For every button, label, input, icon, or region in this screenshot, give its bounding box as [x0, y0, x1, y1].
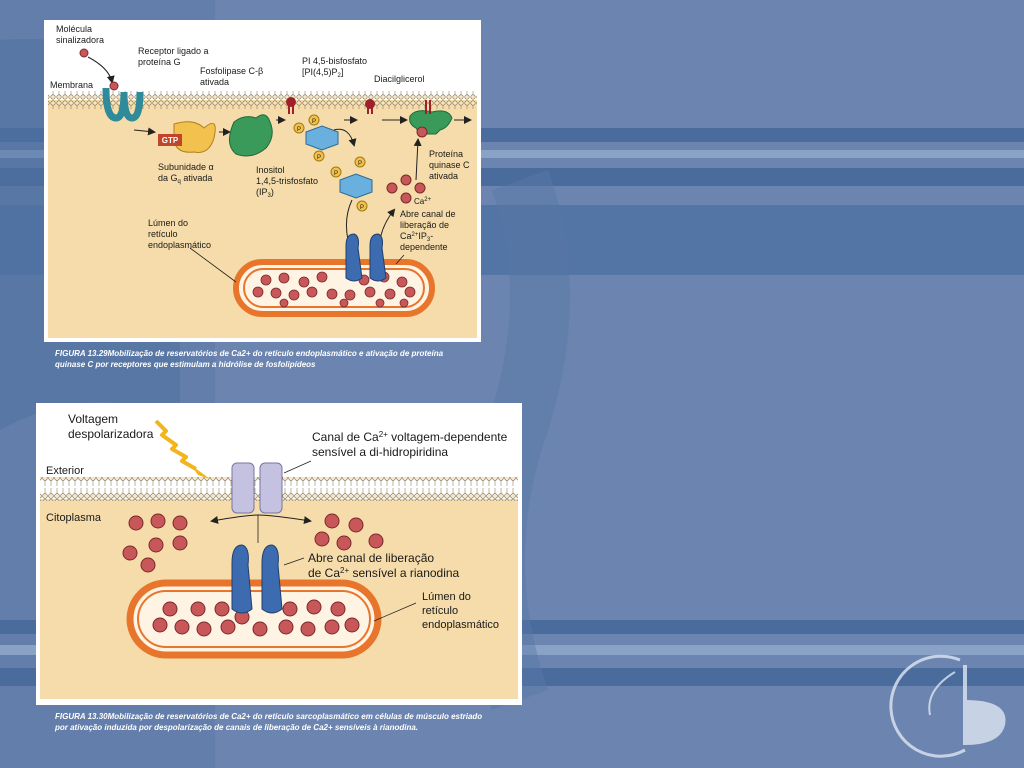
phospholipase-label: Fosfolipase C-β ativada: [200, 66, 266, 87]
g-alpha-label: Subunidade α da Gq ativada: [158, 162, 216, 185]
phosphate-label: P: [334, 171, 338, 177]
calcium-label: Ca2+: [414, 197, 432, 206]
phosphate-label: P: [317, 155, 321, 161]
g-protein-receptor-icon: [102, 81, 144, 122]
ryanodine-channel-label: Abre canal de liberação de Ca2+ sensível…: [308, 551, 460, 580]
cytoplasm-label: Citoplasma: [46, 512, 102, 524]
er-lumen-label: Lúmen do retículo endoplasmático: [148, 218, 211, 250]
sr-lumen-label: Lúmen do retículo endoplasmático: [422, 591, 499, 631]
g-alpha-subunit-icon: [173, 121, 216, 153]
voltage-label: Voltagem despolarizadora: [68, 412, 154, 441]
receptor-label: Receptor ligado a proteína G: [138, 46, 211, 67]
ip3-receptor-channel-icon: [345, 233, 387, 282]
ip3-molecule-icon: P P P: [330, 156, 373, 212]
phosphate-label: P: [312, 119, 316, 125]
phosphate-label: P: [360, 205, 364, 211]
figure-13-29: GTP P P P P P P: [44, 20, 481, 342]
gtp-icon: [158, 134, 182, 146]
dag-lipid-icon: [365, 99, 375, 114]
figure-13-30-diagram: Voltagem despolarizadora Canal de Ca2+ v…: [36, 403, 522, 705]
phospholipase-c-icon: [229, 114, 273, 157]
figure-13-30: Voltagem despolarizadora Canal de Ca2+ v…: [36, 403, 522, 705]
plasma-membrane: [48, 90, 477, 110]
figure-13-30-caption: FIGURA 13.30Mobilização de reservatórios…: [55, 712, 483, 732]
signal-molecule-label: Molécula sinalizadora: [56, 24, 104, 45]
figure-13-29-caption: FIGURA 13.29Mobilização de reservatórios…: [55, 349, 444, 369]
figure-13-29-diagram: GTP P P P P P P: [44, 20, 481, 342]
sr-lumen: [126, 579, 382, 659]
calcium-ions: [386, 174, 426, 204]
gtp-label: GTP: [162, 136, 179, 145]
phosphate-label: P: [297, 127, 301, 133]
calcium-ions-sr: [152, 599, 360, 637]
pip2-label: PI 4,5-bisfosfato [PI(4,5)P2]: [302, 56, 370, 79]
calcium-ions: [122, 513, 384, 573]
dihydropyridine-channel-icon: [231, 462, 283, 514]
membrane-label: Membrana: [50, 80, 93, 90]
protein-kinase-c-icon: [409, 100, 453, 138]
dag-label: Diacilglicerol: [374, 74, 425, 84]
ip3-label: Inositol 1,4,5-trisfosfato (IP3): [256, 165, 321, 199]
pip2-lipid-icon: [286, 97, 296, 114]
calcium-ions-er: [252, 271, 416, 308]
watermark-logo: [889, 654, 1006, 758]
ip3-molecule-icon: P P P: [293, 114, 339, 162]
ip3-channel-label: Abre canal de liberação de Ca2+IP3- depe…: [400, 209, 458, 252]
signal-molecule-icon: [79, 48, 89, 58]
depolarizing-voltage-icon: [154, 419, 197, 471]
ryanodine-channel-icon: [231, 544, 283, 614]
phosphate-label: P: [358, 161, 362, 167]
pkc-label: Proteína quinase C ativada: [429, 149, 472, 181]
exterior-label: Exterior: [46, 465, 84, 477]
dhp-channel-label: Canal de Ca2+ voltagem-dependente sensív…: [312, 430, 511, 459]
